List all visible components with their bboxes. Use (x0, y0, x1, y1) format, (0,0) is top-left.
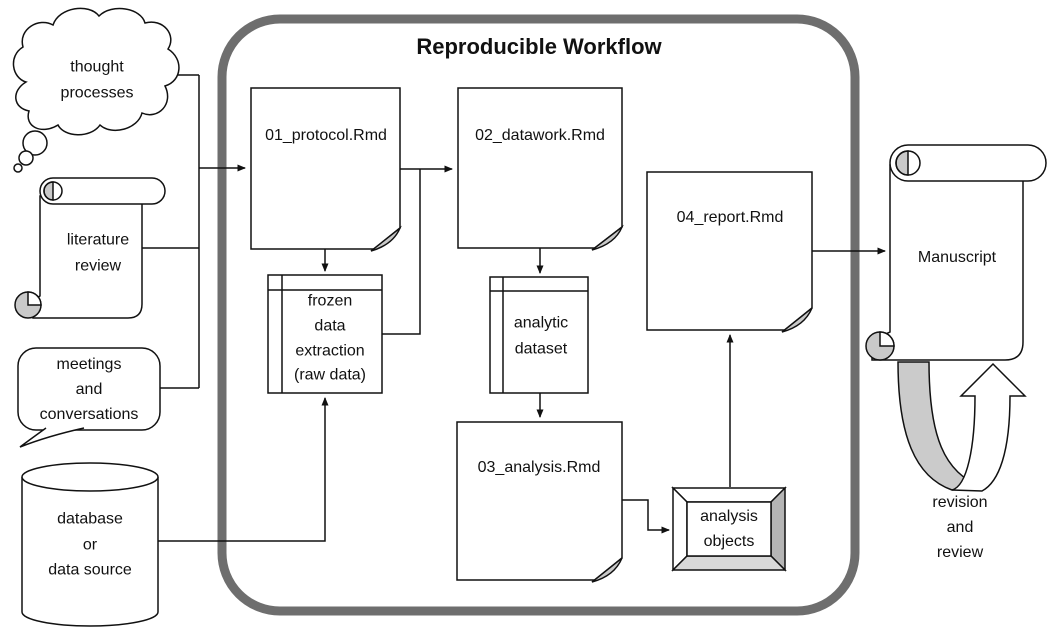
analytic-dataset-card (489, 276, 589, 394)
analysis-doc-fold (591, 557, 623, 583)
workflow-title: Reproducible Workflow (416, 34, 662, 59)
analysis-objects-frame (671, 486, 787, 572)
thought-bubble-large (22, 130, 48, 156)
analysis-objects-label: analysis objects (700, 508, 758, 550)
scroll-top-curl-ring (43, 181, 63, 201)
literature-review-label: literature review (66, 231, 130, 274)
arrow-analysis-to-objects (622, 499, 670, 534)
datawork-doc-fold (591, 224, 624, 251)
frame-bottom-bevel (671, 555, 787, 571)
workflow-container-border (217, 14, 860, 616)
report-doc (646, 171, 813, 331)
revision-review-label: revision and review (932, 493, 988, 561)
bubble-tail (19, 427, 85, 448)
thought-bubble-medium (18, 150, 34, 166)
database-label: database or data source (48, 510, 132, 579)
datawork-doc (457, 87, 623, 249)
ribbon-up-arrow (951, 362, 1027, 492)
revision-ribbon-arrow (897, 361, 1027, 492)
manuscript-scroll-shape (865, 144, 1047, 361)
thought-processes-label: thought processes (60, 58, 134, 101)
scroll-bottom-curl-inner (27, 291, 42, 306)
manuscript-label: Manuscript (917, 249, 997, 267)
thought-cloud-shape (12, 7, 180, 173)
analysis-doc-label: 03_analysis.Rmd (477, 459, 601, 477)
thought-bubble-small (13, 163, 23, 173)
cylinder-top (21, 462, 159, 492)
manuscript-top-curl-ring (895, 150, 921, 176)
connector-frozen-to-datawork-line (382, 169, 421, 335)
manuscript-top-roll (889, 144, 1047, 182)
report-doc-fold (781, 307, 813, 333)
protocol-doc-fold (370, 227, 401, 252)
arrow-database-to-frozen (158, 397, 329, 542)
frame-top-bevel (671, 487, 787, 503)
frozen-data-label: frozen data extraction (raw data) (293, 292, 367, 384)
cylinder-body (21, 477, 159, 627)
protocol-doc (250, 87, 401, 250)
meetings-label: meetings and conversations (39, 355, 139, 423)
literature-scroll-shape (14, 177, 166, 319)
analytic-dataset-label: analytic dataset (513, 314, 569, 357)
protocol-doc-label: 01_protocol.Rmd (265, 127, 387, 145)
frame-inner-panel (686, 501, 772, 557)
scroll-top-roll (39, 177, 166, 205)
database-cylinder-shape (21, 462, 159, 627)
report-doc-label: 04_report.Rmd (676, 209, 784, 227)
analysis-doc (456, 421, 623, 581)
data-card-shapes (267, 274, 589, 394)
cloud-outline (12, 7, 180, 136)
bubble-body (17, 347, 161, 431)
manuscript-bottom-curl-inner (879, 331, 895, 347)
connectors (142, 74, 886, 542)
datawork-doc-label: 02_datawork.Rmd (475, 127, 605, 145)
meetings-bubble-shape (17, 347, 161, 448)
frozen-data-card (267, 274, 383, 394)
document-shapes (250, 87, 813, 583)
